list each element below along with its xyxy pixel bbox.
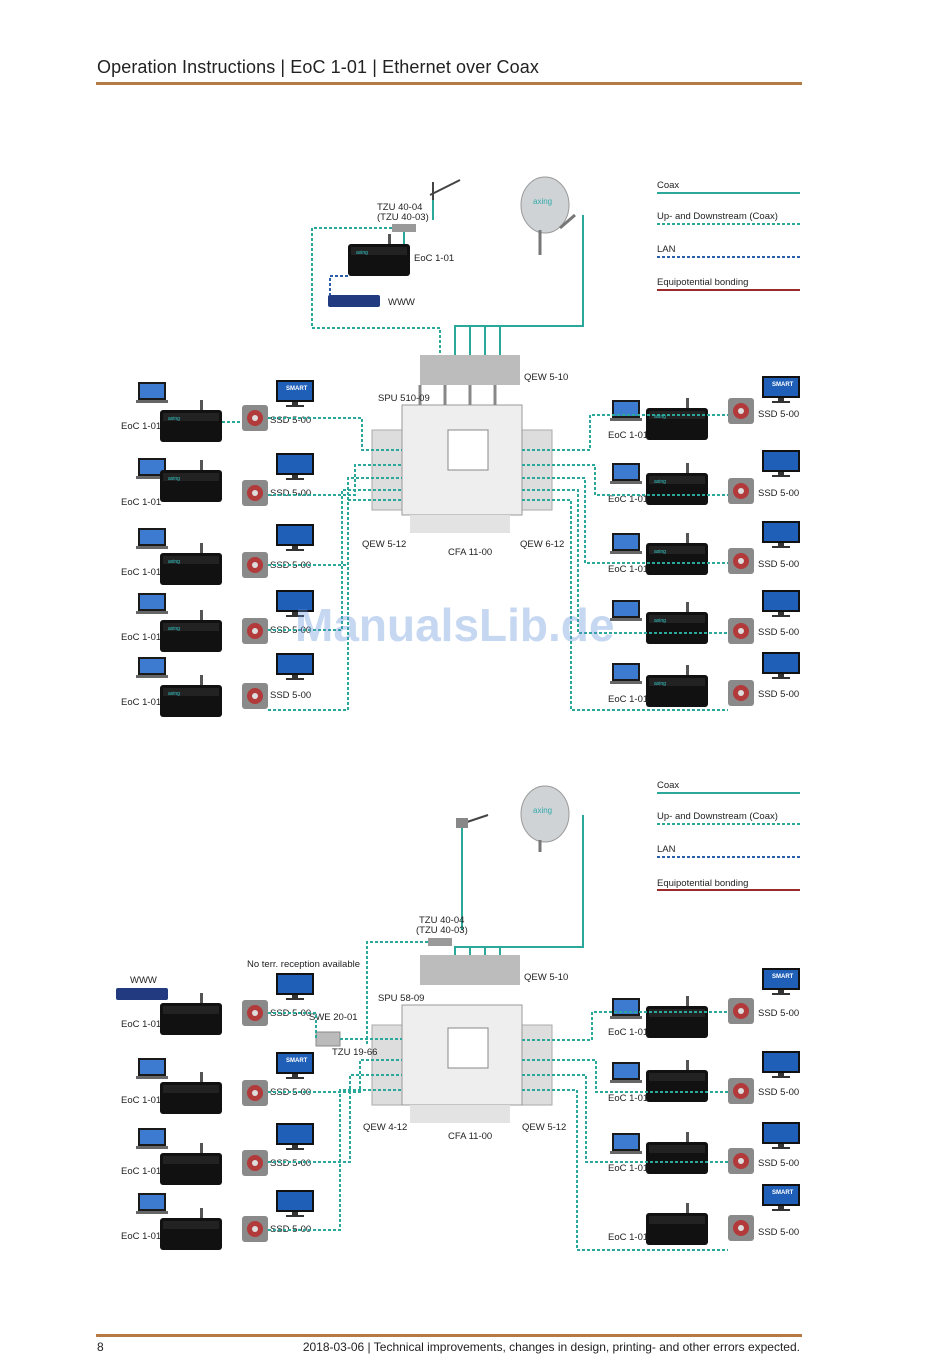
- svg-text:SSD 5-00: SSD 5-00: [270, 415, 311, 426]
- d1-qew-left-label: QEW 5-12: [362, 539, 406, 550]
- svg-text:EoC 1-01: EoC 1-01: [121, 497, 161, 508]
- svg-text:SSD 5-00: SSD 5-00: [758, 1227, 799, 1238]
- svg-text:EoC 1-01: EoC 1-01: [608, 430, 648, 441]
- svg-text:LAN: LAN: [657, 844, 676, 855]
- svg-text:SSD 5-00: SSD 5-00: [758, 627, 799, 638]
- svg-text:EoC 1-01: EoC 1-01: [121, 1019, 161, 1030]
- svg-text:CFA 11-00: CFA 11-00: [448, 1131, 492, 1142]
- svg-text:EoC 1-01: EoC 1-01: [121, 632, 161, 643]
- svg-text:EoC 1-01: EoC 1-01: [608, 564, 648, 575]
- terrestrial-antenna-icon: [429, 179, 461, 200]
- diagram-top: axing Coax Up- and Downstream (Coax) LAN…: [121, 176, 800, 717]
- d2-spu-multiswitch: [371, 1004, 553, 1106]
- svg-text:EoC 1-01: EoC 1-01: [608, 1163, 648, 1174]
- diagram-bottom: Coax Up- and Downstream (Coax) LAN Equip…: [116, 780, 800, 1251]
- legend-bonding-label: Equipotential bonding: [657, 277, 748, 288]
- svg-text:EoC 1-01: EoC 1-01: [608, 494, 648, 505]
- svg-text:axing: axing: [533, 806, 552, 815]
- svg-text:(TZU 40-03): (TZU 40-03): [416, 925, 468, 936]
- d2-right-column: EoC 1-01 SMART SSD 5-00 EoC 1-01 SSD 5-0…: [522, 968, 800, 1251]
- legend-coax-label: Coax: [657, 180, 679, 191]
- svg-text:SMART: SMART: [286, 386, 308, 392]
- svg-text:QEW 5-12: QEW 5-12: [522, 1122, 566, 1133]
- svg-text:EoC 1-01: EoC 1-01: [121, 567, 161, 578]
- svg-text:EoC 1-01: EoC 1-01: [608, 694, 648, 705]
- svg-text:Up- and Downstream (Coax): Up- and Downstream (Coax): [657, 811, 778, 822]
- svg-text:WWW: WWW: [130, 975, 157, 986]
- footer-rule: [96, 1334, 802, 1337]
- svg-text:EoC 1-01: EoC 1-01: [608, 1093, 648, 1104]
- d1-tzu-alt-label: (TZU 40-03): [377, 212, 429, 223]
- svg-text:Equipotential bonding: Equipotential bonding: [657, 878, 748, 889]
- d2-left-column: WWW EoC 1-01 SSD 5-00 EoC 1-01 SMART SSD…: [116, 973, 402, 1250]
- svg-text:SMART: SMART: [772, 382, 794, 388]
- d1-qew-right-label: QEW 6-12: [520, 539, 564, 550]
- footer-note: 2018-03-06 | Technical improvements, cha…: [302, 1340, 800, 1354]
- svg-text:TZU 19-66: TZU 19-66: [332, 1047, 377, 1058]
- d1-left-column: EoC 1-01 SMART SSD 5-00 EoC 1-01 SSD 5-0…: [121, 380, 402, 717]
- svg-text:TZU 40-04: TZU 40-04: [419, 915, 464, 926]
- svg-text:SSD 5-00: SSD 5-00: [758, 1087, 799, 1098]
- d1-cfa-block: [410, 515, 510, 533]
- satellite-dish-icon: axing: [520, 176, 576, 255]
- satellite-dish-icon-2: axing: [520, 785, 570, 852]
- svg-text:SMART: SMART: [286, 1058, 308, 1064]
- d1-router-icon: [328, 295, 380, 307]
- d1-spu-label: SPU 510-09: [378, 393, 430, 404]
- d1-www-label: WWW: [388, 297, 415, 308]
- svg-text:SSD 5-00: SSD 5-00: [758, 559, 799, 570]
- svg-text:SSD 5-00: SSD 5-00: [758, 488, 799, 499]
- d2-cfa-block: [410, 1105, 510, 1123]
- terrestrial-antenna-icon-2: [456, 814, 489, 828]
- svg-text:SMART: SMART: [772, 1190, 794, 1196]
- svg-text:SPU 58-09: SPU 58-09: [378, 993, 424, 1004]
- svg-text:EoC 1-01: EoC 1-01: [121, 697, 161, 708]
- d2-qew510-block: [420, 955, 520, 985]
- svg-text:SWE 20-01: SWE 20-01: [309, 1012, 358, 1023]
- d1-cfa-label: CFA 11-00: [448, 547, 492, 558]
- svg-text:SSD 5-00: SSD 5-00: [758, 689, 799, 700]
- d1-tzu-label: TZU 40-04: [377, 202, 422, 213]
- svg-text:SSD 5-00: SSD 5-00: [758, 1008, 799, 1019]
- svg-text:SSD 5-00: SSD 5-00: [758, 1158, 799, 1169]
- svg-text:Coax: Coax: [657, 780, 679, 791]
- legend-updown-label: Up- and Downstream (Coax): [657, 211, 778, 222]
- d1-right-column: EoC 1-01 SMART SSD 5-00 EoC 1-01 SSD 5-0…: [522, 376, 800, 711]
- footer-page-number: 8: [97, 1340, 104, 1354]
- svg-text:EoC 1-01: EoC 1-01: [608, 1232, 648, 1243]
- svg-text:QEW 5-10: QEW 5-10: [524, 972, 568, 983]
- svg-text:EoC 1-01: EoC 1-01: [121, 1166, 161, 1177]
- d2-tzu-splitter: [428, 938, 452, 946]
- svg-text:SMART: SMART: [772, 974, 794, 980]
- svg-text:SSD 5-00: SSD 5-00: [758, 409, 799, 420]
- svg-text:EoC 1-01: EoC 1-01: [121, 1095, 161, 1106]
- d2-swe-splitter: [315, 1031, 341, 1047]
- legend-top: Coax Up- and Downstream (Coax) LAN Equip…: [657, 180, 800, 291]
- watermark: ManualsLib.de: [295, 599, 615, 651]
- svg-text:SSD 5-00: SSD 5-00: [270, 690, 311, 701]
- d1-tzu-splitter: [392, 224, 416, 232]
- dish-brand: axing: [533, 197, 552, 206]
- svg-text:EoC 1-01: EoC 1-01: [121, 1231, 161, 1242]
- d1-eoc-top: [348, 234, 410, 276]
- d1-qew510-label: QEW 5-10: [524, 372, 568, 383]
- svg-text:EoC 1-01: EoC 1-01: [608, 1027, 648, 1038]
- svg-text:SSD 5-00: SSD 5-00: [270, 1158, 311, 1169]
- svg-text:EoC 1-01: EoC 1-01: [121, 421, 161, 432]
- d1-qew510-block: [420, 355, 520, 385]
- header-rule: [96, 82, 802, 85]
- d1-eoc-top-label: EoC 1-01: [414, 253, 454, 264]
- page-header-title: Operation Instructions | EoC 1-01 | Ethe…: [97, 57, 539, 77]
- svg-text:SSD 5-00: SSD 5-00: [270, 488, 311, 499]
- legend-bottom: Coax Up- and Downstream (Coax) LAN Equip…: [657, 780, 800, 891]
- svg-text:No terr. reception available: No terr. reception available: [247, 959, 360, 970]
- d1-spu-multiswitch: [371, 385, 553, 516]
- svg-text:QEW 4-12: QEW 4-12: [363, 1122, 407, 1133]
- legend-lan-label: LAN: [657, 244, 676, 255]
